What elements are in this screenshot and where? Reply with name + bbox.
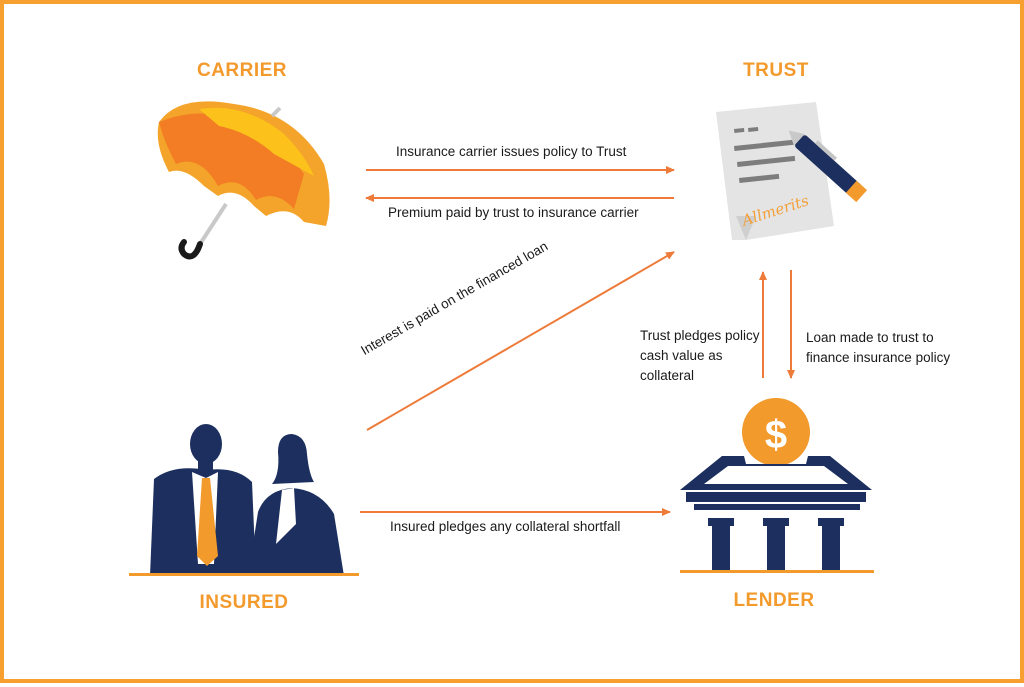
- bank-icon: $: [680, 398, 874, 573]
- flow-label-collateral-shortfall: Insured pledges any collateral shortfall: [390, 519, 621, 534]
- flow-label-policy-issued: Insurance carrier issues policy to Trust: [396, 144, 627, 159]
- trust-label: TRUST: [743, 60, 809, 81]
- diagram-canvas: Allmerits $: [129, 101, 874, 576]
- carrier-label: CARRIER: [196, 60, 288, 81]
- flow-label-loan-made: Loan made to trust to finance insurance …: [806, 330, 951, 365]
- lender-label: LENDER: [733, 590, 815, 611]
- dollar-sign: $: [765, 413, 787, 457]
- insured-label: INSURED: [199, 592, 289, 613]
- arrow-insured-to-trust: [366, 251, 675, 431]
- business-people-icon: [129, 424, 359, 576]
- flow-label-premium-paid: Premium paid by trust to insurance carri…: [388, 205, 639, 220]
- signed-document-icon: Allmerits: [716, 102, 868, 240]
- flow-label-trust-pledges: Trust pledges policy cash value as colla…: [640, 328, 760, 383]
- umbrella-icon: [157, 101, 330, 260]
